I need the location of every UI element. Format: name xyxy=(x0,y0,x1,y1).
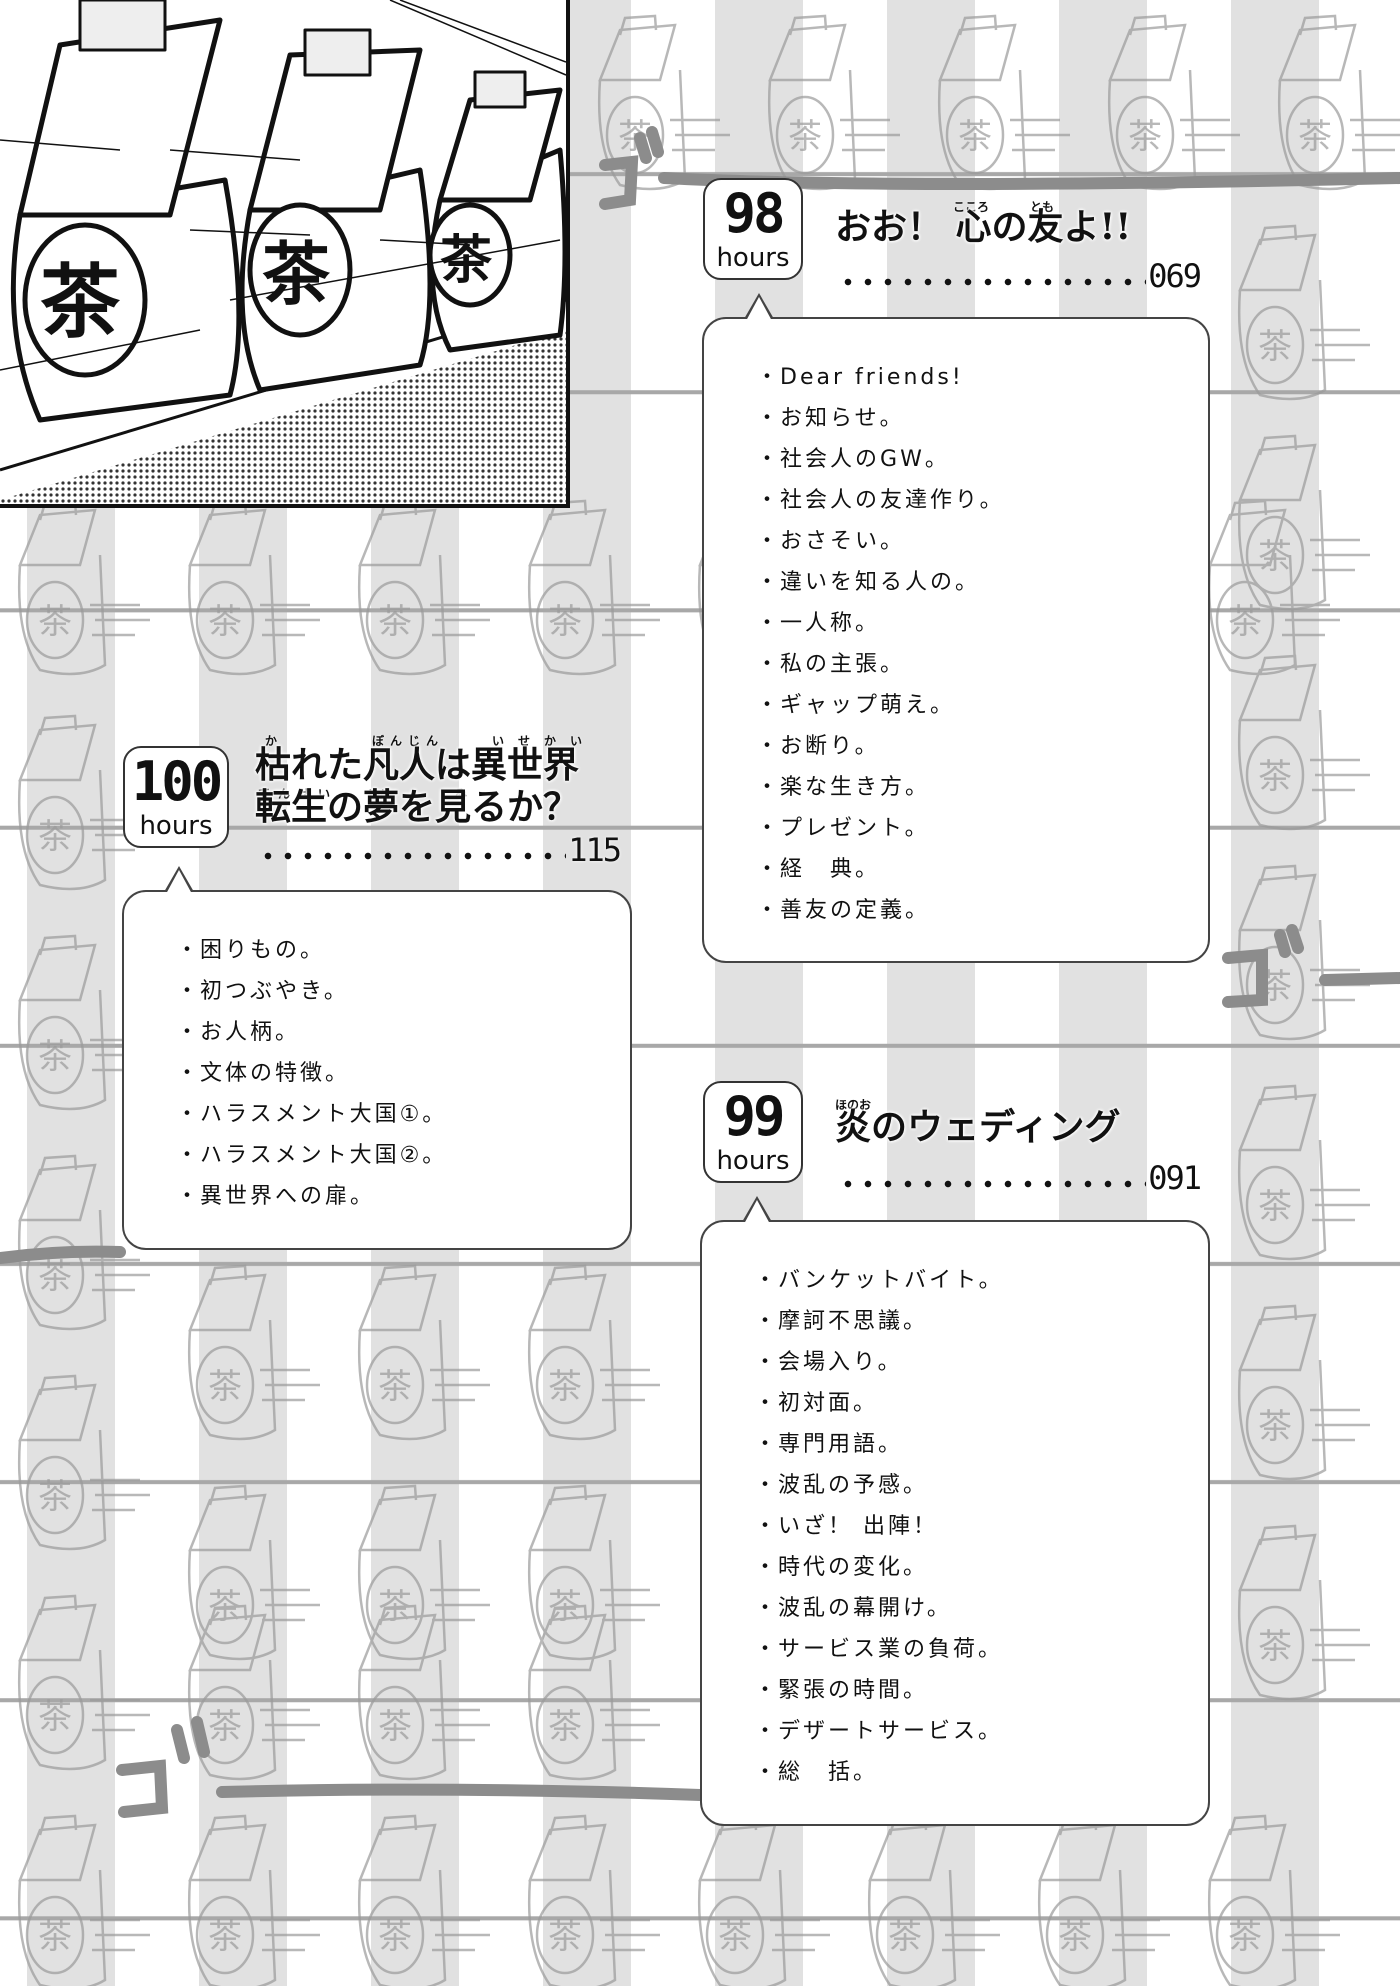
leader-dots xyxy=(838,278,1147,286)
tea-bags-illustration-icon: 茶 茶 茶 xyxy=(0,0,566,504)
chapter-title-98[interactable]: おお！ 心の友よ!! xyxy=(835,206,1132,248)
hours-number: 99 xyxy=(723,1085,785,1148)
episode-item: 初対面。 xyxy=(754,1383,1004,1424)
episode-item: プレゼント。 xyxy=(756,808,1005,849)
episode-item: 楽な生き方。 xyxy=(756,767,1005,808)
hours-unit: hours xyxy=(716,243,790,273)
ruby-isekai: いせかい xyxy=(492,734,597,748)
leader-dots xyxy=(258,852,567,860)
episode-item: 善友の定義。 xyxy=(756,890,1005,931)
toc-leader-98[interactable]: 069 xyxy=(838,256,1202,296)
hours-badge-99: 99 hours xyxy=(703,1081,803,1183)
episode-item: 専門用語。 xyxy=(754,1424,1004,1465)
ruby-tensei: てんせい xyxy=(258,787,339,801)
toc-leader-99[interactable]: 091 xyxy=(838,1158,1202,1198)
episode-item: ハラスメント大国②。 xyxy=(176,1135,447,1176)
episode-item: デザートサービス。 xyxy=(754,1711,1004,1752)
ruby-bonjin: ぼんじん xyxy=(372,734,445,748)
episode-item: 社会人の友達作り。 xyxy=(756,480,1005,521)
episode-item: ギャップ萌え。 xyxy=(756,685,1005,726)
episode-list-98: Dear friends! お知らせ。 社会人のGW。 社会人の友達作り。 おさ… xyxy=(702,293,1210,963)
episode-list-100: 困りもの。 初つぶやき。 お人柄。 文体の特徴。 ハラスメント大国①。 ハラスメ… xyxy=(122,866,632,1250)
ruby-kokoro: こころ xyxy=(953,200,990,214)
episode-item: 私の主張。 xyxy=(756,644,1005,685)
episode-item: 時代の変化。 xyxy=(754,1547,1004,1588)
chapter-title-100-line2[interactable]: 転生の夢を見るか？ xyxy=(255,786,580,828)
hours-unit: hours xyxy=(716,1146,790,1176)
hours-number: 100 xyxy=(131,750,224,813)
episode-item: 摩訶不思議。 xyxy=(754,1301,1004,1342)
chapter-title-99[interactable]: 炎のウェディング xyxy=(835,1106,1121,1148)
ruby-yume: ゆめ xyxy=(368,787,393,801)
ruby-honoo: ほのお xyxy=(835,1098,872,1112)
page-number: 115 xyxy=(568,831,622,869)
manga-panel-tea-bags: 茶 茶 茶 xyxy=(0,0,570,508)
episode-item: Dear friends! xyxy=(756,357,1005,398)
episode-item: お知らせ。 xyxy=(756,398,1005,439)
episode-item: 違いを知る人の。 xyxy=(756,562,1005,603)
episode-item: ハラスメント大国①。 xyxy=(176,1094,447,1135)
episode-item: 困りもの。 xyxy=(176,930,447,971)
hours-number: 98 xyxy=(723,182,785,245)
episode-item: 初つぶやき。 xyxy=(176,971,447,1012)
episode-item: お人柄。 xyxy=(176,1012,447,1053)
episode-item: いざ！ 出陣！ xyxy=(754,1506,1004,1547)
episode-item: サービス業の負荷。 xyxy=(754,1629,1004,1670)
episode-item: バンケットバイト。 xyxy=(754,1260,1004,1301)
page-number: 069 xyxy=(1148,257,1202,295)
episode-item: 一人称。 xyxy=(756,603,1005,644)
episode-item: おさそい。 xyxy=(756,521,1005,562)
episode-list-99: バンケットバイト。 摩訶不思議。 会場入り。 初対面。 専門用語。 波乱の予感。… xyxy=(700,1196,1210,1826)
svg-text:茶: 茶 xyxy=(40,255,121,349)
chapter-title-100-line1[interactable]: 枯れた凡人は異世界 xyxy=(255,744,580,786)
episode-item: 緊張の時間。 xyxy=(754,1670,1004,1711)
leader-dots xyxy=(838,1180,1147,1188)
hours-badge-98: 98 hours xyxy=(703,178,803,280)
episode-item: 文体の特徴。 xyxy=(176,1053,447,1094)
episode-item: 波乱の幕開け。 xyxy=(754,1588,1004,1629)
ruby-tomo: とも xyxy=(1030,200,1055,214)
episode-item: 会場入り。 xyxy=(754,1342,1004,1383)
ruby-mi: み xyxy=(455,787,468,801)
toc-leader-100[interactable]: 115 xyxy=(258,830,622,870)
hours-unit: hours xyxy=(139,811,213,841)
episode-item: 経 典。 xyxy=(756,849,1005,890)
episode-item: 異世界への扉。 xyxy=(176,1176,447,1217)
page-number: 091 xyxy=(1148,1159,1202,1197)
episode-item: 社会人のGW。 xyxy=(756,439,1005,480)
episode-item: お断り。 xyxy=(756,726,1005,767)
episode-item: 総 括。 xyxy=(754,1752,1004,1793)
hours-badge-100: 100 hours xyxy=(123,746,229,848)
ruby-ka: か xyxy=(265,734,278,748)
episode-item: 波乱の予感。 xyxy=(754,1465,1004,1506)
svg-text:茶: 茶 xyxy=(262,235,331,315)
